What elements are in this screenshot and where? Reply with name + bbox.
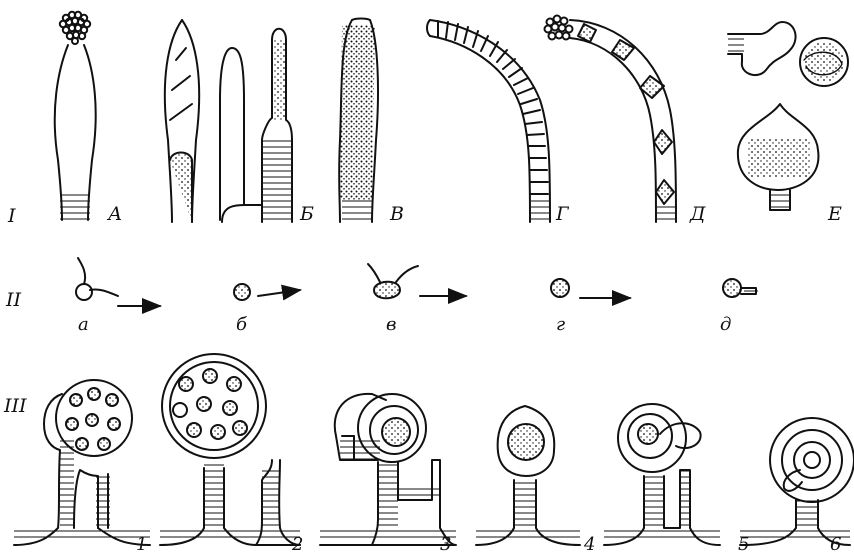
panel-A-drawing — [55, 12, 96, 222]
panel-label-V: В — [389, 203, 404, 225]
stage-g-drawing — [551, 279, 569, 297]
row-III — [14, 354, 854, 545]
panel-E-drawing — [728, 22, 848, 210]
stage-label-5: 5 — [738, 534, 749, 555]
stage-2-drawing — [160, 354, 300, 545]
panel-B-drawing — [165, 20, 292, 222]
panel-label-G: Г — [555, 203, 570, 225]
stage-5-drawing — [604, 404, 720, 545]
labels: I А Б В Г Д Е II а б в г д III 1 2 3 4 5… — [3, 203, 842, 555]
row-I — [55, 12, 848, 222]
arrow-b-v — [258, 290, 300, 296]
stage-label-b: б — [236, 314, 248, 335]
stage-4-drawing — [476, 406, 580, 545]
panel-V-drawing — [339, 19, 378, 223]
stage-a-drawing — [76, 258, 118, 300]
stage-b-drawing — [234, 284, 250, 300]
stage-label-1: 1 — [136, 534, 147, 555]
panel-G-drawing — [427, 20, 550, 222]
spore-cluster — [545, 16, 573, 40]
stage-3-drawing — [320, 394, 456, 545]
stage-d-drawing — [723, 279, 758, 297]
panel-D-drawing — [545, 16, 677, 223]
stage-label-v: в — [386, 314, 396, 335]
stage-label-3: 3 — [440, 534, 451, 555]
panel-label-E: Е — [827, 203, 842, 225]
stage-1-drawing — [14, 380, 150, 545]
row-II — [76, 258, 758, 306]
panel-label-D: Д — [689, 203, 706, 225]
stage-label-d: д — [720, 314, 731, 335]
stage-label-g: г — [556, 314, 565, 335]
row-label-II: II — [5, 289, 22, 311]
stage-v-drawing — [368, 264, 418, 298]
stage-label-6: 6 — [830, 534, 841, 555]
stage-label-a: а — [78, 314, 89, 335]
row-label-III: III — [3, 395, 27, 417]
panel-label-B: Б — [299, 203, 314, 225]
panel-label-A: А — [106, 203, 122, 225]
row-label-I: I — [7, 205, 16, 227]
stage-label-2: 2 — [291, 534, 303, 555]
stage-6-drawing — [740, 418, 854, 545]
stage-label-4: 4 — [583, 534, 595, 555]
spore-cluster — [60, 12, 90, 44]
